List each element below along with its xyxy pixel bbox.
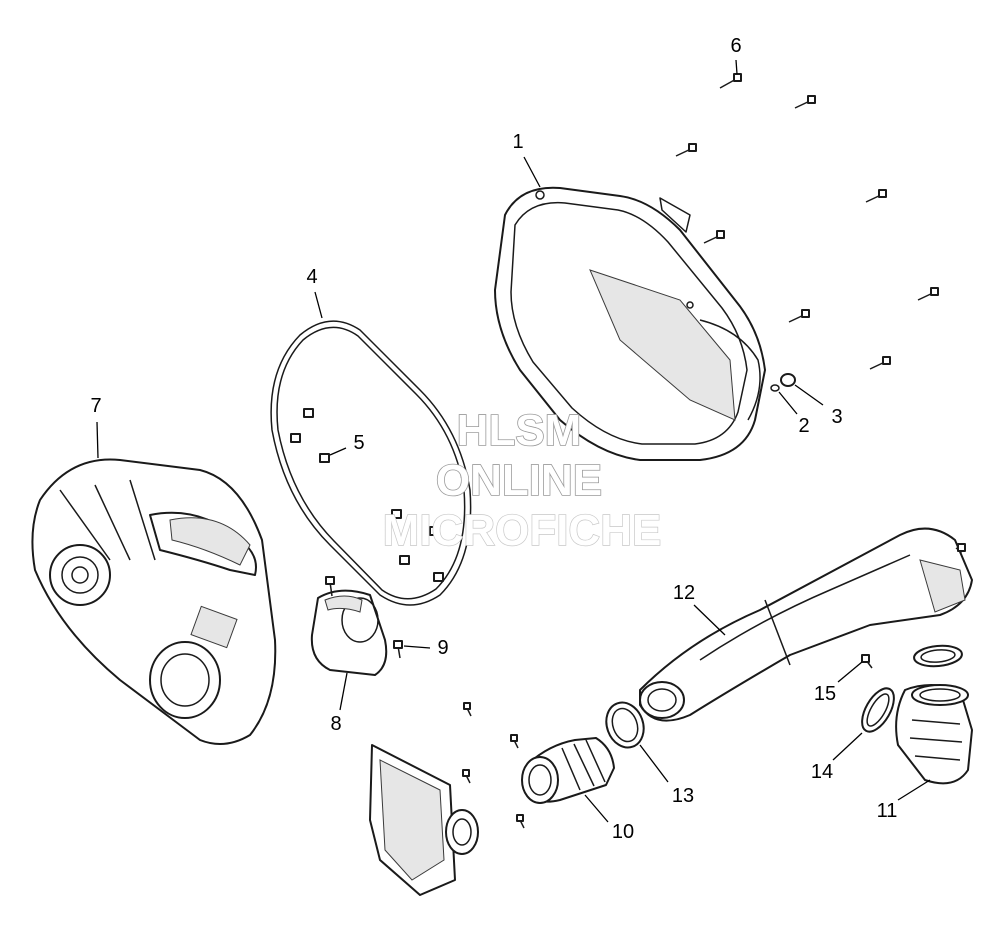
callouts: 1 2 3 4 5 6 7 8 9 10 11 12 13 14 15 (90, 35, 931, 843)
decal (659, 197, 691, 233)
callout-11: 11 (877, 800, 898, 822)
callout-13: 13 (672, 785, 694, 807)
nut[interactable] (780, 373, 796, 387)
cover-seal[interactable] (270, 320, 472, 606)
hose-clamp-14[interactable] (856, 683, 901, 737)
callout-10: 10 (612, 821, 634, 843)
watermark-line2: ONLINE (436, 456, 602, 505)
screw-top-right[interactable] (955, 543, 966, 553)
callout-7: 7 (90, 395, 101, 417)
intake-housing[interactable] (369, 744, 479, 896)
watermark-line1: HLSM (457, 406, 582, 455)
callout-4: 4 (306, 266, 317, 288)
duct-adapter[interactable] (310, 589, 388, 676)
intake-duct[interactable] (639, 527, 973, 722)
callout-3: 3 (831, 406, 842, 428)
callout-6: 6 (730, 35, 741, 57)
duct-screws[interactable] (462, 702, 525, 829)
inner-clutch-cover[interactable] (31, 458, 277, 745)
cover-bolts[interactable] (675, 73, 939, 370)
elbow-boot[interactable] (895, 684, 973, 785)
hose-clamp-upper[interactable] (913, 644, 963, 668)
washer[interactable] (770, 384, 780, 392)
intake-boot[interactable] (521, 737, 615, 804)
outer-clutch-cover[interactable] (494, 186, 766, 461)
callout-5: 5 (353, 432, 364, 454)
watermark-line3: MICROFICHE (383, 506, 662, 555)
callout-8: 8 (330, 713, 341, 735)
hose-clamp-13[interactable] (600, 697, 650, 753)
screw-15[interactable] (861, 654, 873, 669)
callout-1: 1 (512, 131, 523, 153)
callout-9: 9 (437, 637, 448, 659)
callout-15: 15 (814, 683, 836, 705)
callout-2: 2 (798, 415, 809, 437)
callout-12: 12 (673, 582, 695, 604)
seal-screws[interactable] (290, 408, 444, 582)
callout-14: 14 (811, 761, 833, 783)
adapter-screws[interactable] (325, 576, 403, 659)
watermark: HLSM ONLINE MICROFICHE (382, 405, 662, 556)
